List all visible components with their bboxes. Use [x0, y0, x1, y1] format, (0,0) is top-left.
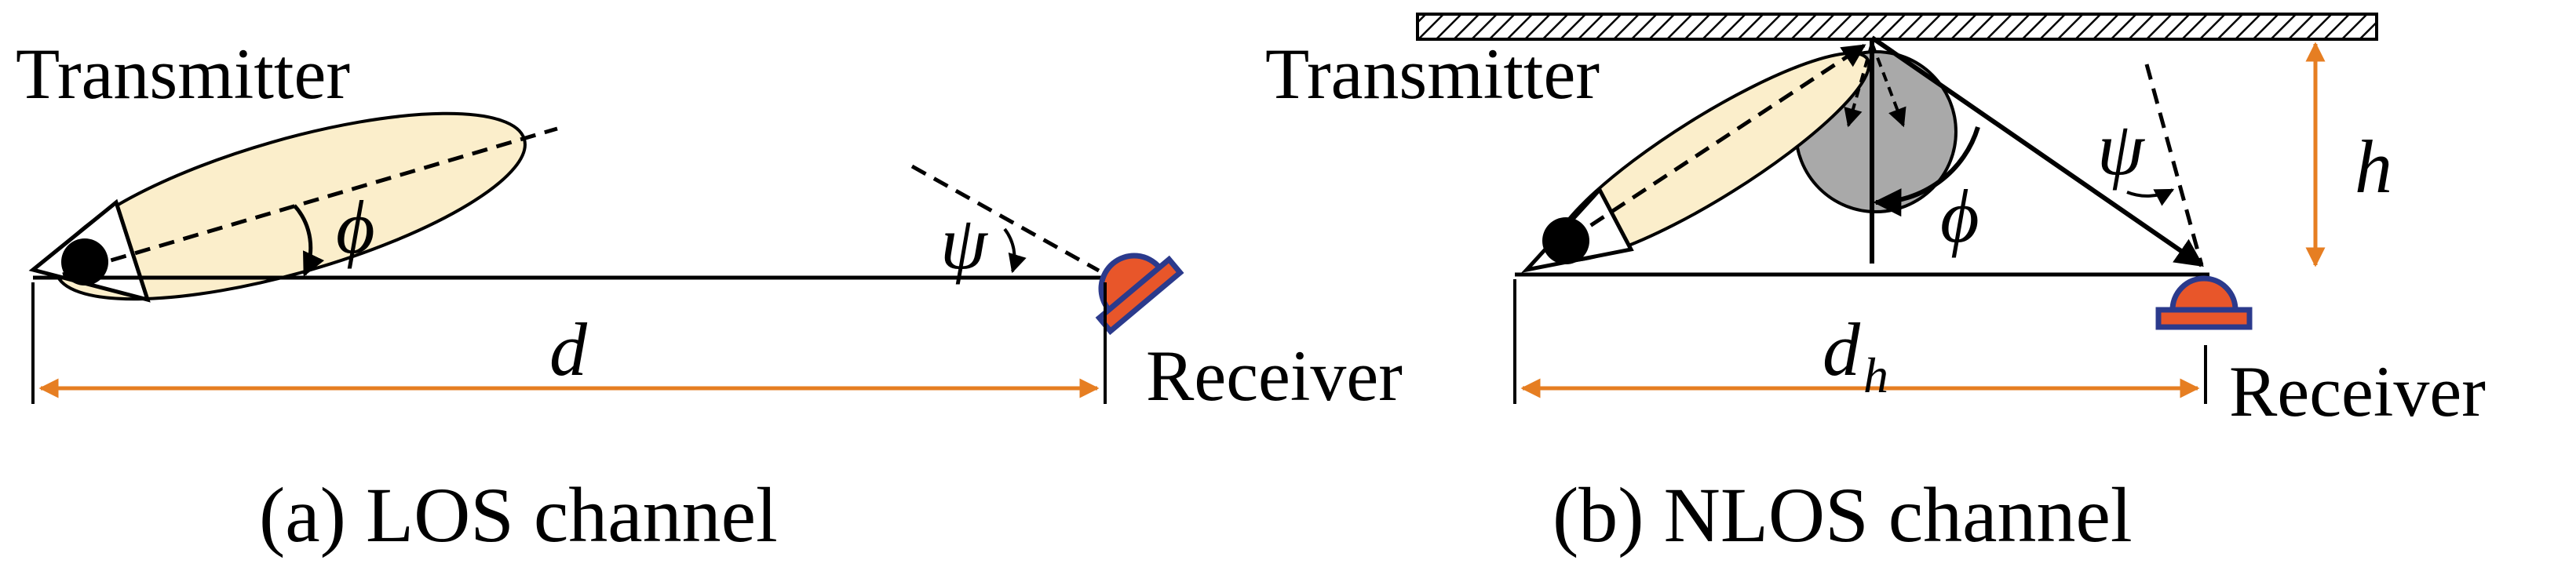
reflected-ray	[1870, 35, 2204, 267]
ceiling-reflector	[1416, 13, 2378, 41]
panel-nlos: Transmitter ϕ ψ h d h Receiver (b) NLOS …	[1265, 13, 2486, 558]
panel-los: Transmitter ϕ ψ d Receiver (a) LOS chann…	[16, 34, 1403, 558]
angle-psi-label: ψ	[2097, 107, 2145, 191]
receiver-normal	[2144, 64, 2204, 266]
transmitter-icon	[1542, 217, 1589, 264]
svg-text:h: h	[1863, 347, 1888, 403]
angle-phi-arc	[1873, 126, 1980, 217]
beam-axis	[1568, 43, 1866, 242]
transmitter-label: Transmitter	[16, 34, 350, 114]
beam-axis	[62, 126, 558, 277]
transmitter-icon	[61, 238, 108, 286]
receiver-icon	[2155, 275, 2253, 330]
diffuse-ray	[1844, 42, 1874, 128]
receiver-axis	[910, 164, 1100, 273]
receiver-label: Receiver	[1146, 336, 1403, 416]
receiver-label: Receiver	[2229, 351, 2486, 431]
caption-a: (a) LOS channel	[259, 471, 778, 558]
distance-label: d h	[1823, 307, 1888, 403]
angle-phi-label: ϕ	[1940, 174, 1979, 258]
angle-psi-arc	[1003, 227, 1027, 274]
svg-text:d: d	[1823, 307, 1861, 391]
caption-b: (b) NLOS channel	[1553, 471, 2133, 558]
angle-phi-arc	[293, 204, 325, 277]
receiver-icon	[1095, 253, 1184, 336]
transmitter-label: Transmitter	[1265, 34, 1600, 114]
height-label: h	[2355, 125, 2392, 209]
angle-psi-arc	[2126, 188, 2175, 206]
distance-label: d	[549, 307, 588, 391]
angle-phi-label: ϕ	[336, 185, 375, 269]
angle-psi-label: ψ	[940, 201, 988, 285]
